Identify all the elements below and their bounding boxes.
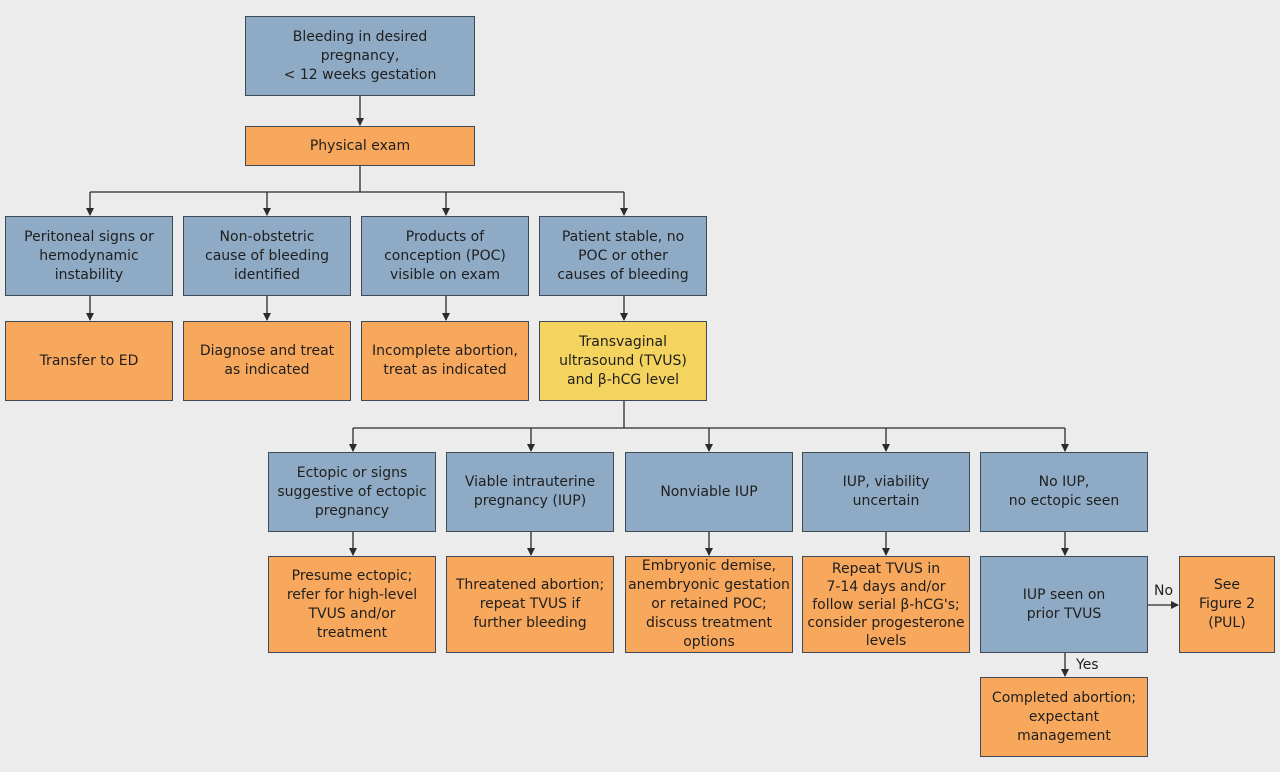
node-incomplete-label: Incomplete abortion, treat as indicated: [372, 343, 518, 378]
node-nonviable: Nonviable IUP: [625, 452, 793, 532]
node-poc-visible-label: Products of conception (POC) visible on …: [384, 228, 506, 283]
node-uncertain: IUP, viability uncertain: [802, 452, 970, 532]
node-peritoneal: Peritoneal signs or hemodynamic instabil…: [5, 216, 173, 296]
node-threatened-label: Threatened abortion; repeat TVUS if furt…: [455, 577, 605, 631]
node-demise: Embryonic demise, anembryonic gestation …: [625, 556, 793, 653]
node-presume-ectopic-label: Presume ectopic; refer for high-level TV…: [286, 567, 418, 641]
node-physical-exam: Physical exam: [245, 126, 475, 166]
node-tvus-label: Transvaginal ultrasound (TVUS) and β-hCG…: [559, 333, 687, 388]
edge-label-no: No: [1154, 583, 1174, 599]
node-transfer-label: Transfer to ED: [39, 352, 139, 369]
node-start-label: Bleeding in desired pregnancy, < 12 week…: [283, 28, 437, 83]
node-completed: Completed abortion; expectant management: [980, 677, 1148, 757]
node-threatened: Threatened abortion; repeat TVUS if furt…: [446, 556, 614, 653]
node-viable-label: Viable intrauterine pregnancy (IUP): [464, 474, 596, 509]
node-incomplete: Incomplete abortion, treat as indicated: [361, 321, 529, 401]
node-see-fig2-label: See Figure 2 (PUL): [1198, 577, 1256, 631]
node-nonviable-label: Nonviable IUP: [660, 483, 758, 500]
node-no-iup: No IUP, no ectopic seen: [980, 452, 1148, 532]
node-stable: Patient stable, no POC or other causes o…: [539, 216, 707, 296]
node-viable: Viable intrauterine pregnancy (IUP): [446, 452, 614, 532]
node-nonobstetric-label: Non-obstetric cause of bleeding identifi…: [205, 228, 329, 283]
node-transfer: Transfer to ED: [5, 321, 173, 401]
node-diagnose-label: Diagnose and treat as indicated: [199, 343, 335, 378]
node-see-fig2: See Figure 2 (PUL): [1179, 556, 1275, 653]
node-demise-label: Embryonic demise, anembryonic gestation …: [628, 558, 790, 650]
node-peritoneal-label: Peritoneal signs or hemodynamic instabil…: [24, 228, 154, 283]
node-iup-prior: IUP seen on prior TVUS: [980, 556, 1148, 653]
node-no-iup-label: No IUP, no ectopic seen: [1008, 474, 1120, 509]
node-repeat-tvus: Repeat TVUS in 7-14 days and/or follow s…: [802, 556, 970, 653]
node-diagnose: Diagnose and treat as indicated: [183, 321, 351, 401]
node-stable-label: Patient stable, no POC or other causes o…: [557, 228, 689, 283]
node-uncertain-label: IUP, viability uncertain: [842, 474, 930, 509]
node-poc-visible: Products of conception (POC) visible on …: [361, 216, 529, 296]
node-presume-ectopic: Presume ectopic; refer for high-level TV…: [268, 556, 436, 653]
node-start: Bleeding in desired pregnancy, < 12 week…: [245, 16, 475, 96]
edge-label-yes: Yes: [1076, 657, 1099, 673]
node-ectopic-label: Ectopic or signs suggestive of ectopic p…: [277, 464, 427, 519]
node-iup-prior-label: IUP seen on prior TVUS: [1022, 586, 1106, 622]
node-ectopic: Ectopic or signs suggestive of ectopic p…: [268, 452, 436, 532]
node-completed-label: Completed abortion; expectant management: [991, 689, 1137, 744]
node-nonobstetric: Non-obstetric cause of bleeding identifi…: [183, 216, 351, 296]
node-repeat-tvus-label: Repeat TVUS in 7-14 days and/or follow s…: [807, 560, 965, 649]
node-tvus: Transvaginal ultrasound (TVUS) and β-hCG…: [539, 321, 707, 401]
node-physical-exam-label: Physical exam: [309, 137, 411, 154]
